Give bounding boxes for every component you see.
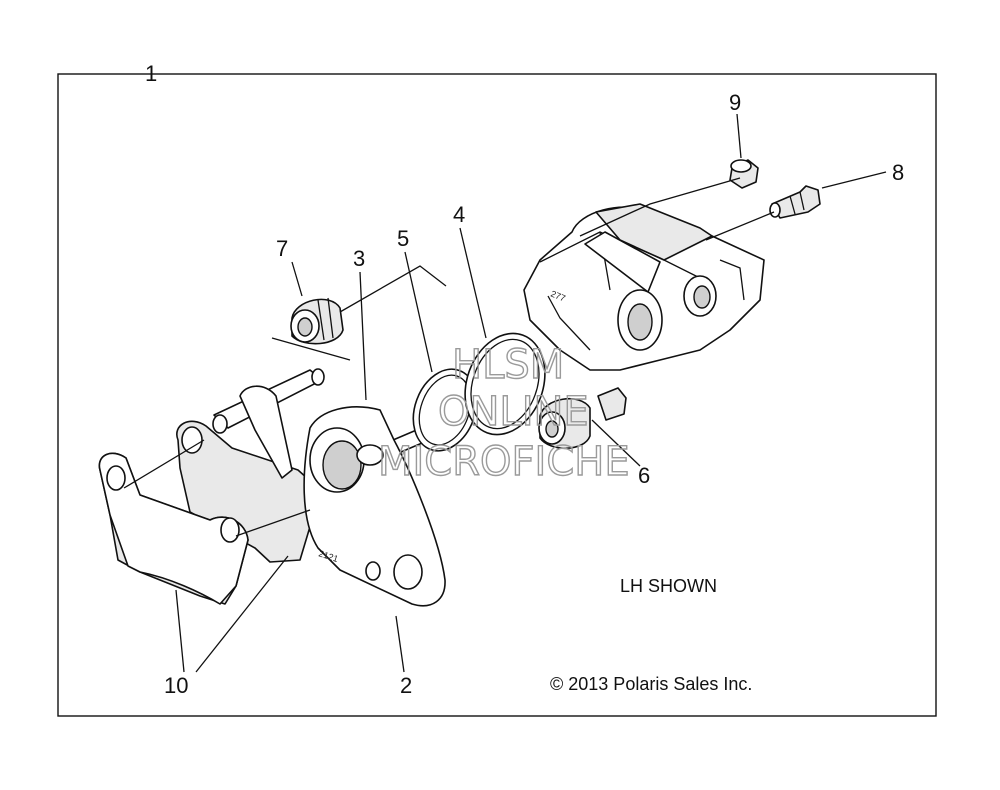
callout-1: 1: [145, 61, 157, 86]
callout-5: 5: [397, 226, 409, 251]
callout-10: 10: [164, 673, 188, 698]
bleeder-cap: [729, 159, 759, 189]
callout-7: 7: [276, 236, 288, 261]
kit-frame: [57, 73, 937, 717]
callout-4: 4: [453, 202, 465, 227]
view-note: LH SHOWN: [620, 576, 717, 596]
brake-pads: [98, 420, 331, 605]
copyright-note: © 2013 Polaris Sales Inc.: [550, 674, 752, 694]
watermark: HLSM ONLINE MICROFICHE: [377, 341, 630, 485]
bleeder-screw: [769, 185, 821, 219]
watermark-line2: ONLINE: [438, 389, 589, 435]
leader-lines: [123, 113, 887, 673]
seal-rings: [412, 332, 546, 452]
dust-seal: [464, 332, 546, 436]
caliper-housing: 277: [523, 203, 765, 371]
callout-8: 8: [892, 160, 904, 185]
pin-boot-lower: [538, 387, 627, 449]
callout-3: 3: [353, 246, 365, 271]
watermark-line3: MICROFICHE: [378, 439, 630, 485]
pin-boot-upper: [290, 297, 344, 345]
callout-2: 2: [400, 673, 412, 698]
watermark-line1: HLSM: [452, 342, 564, 388]
callout-9: 9: [729, 90, 741, 115]
callout-6: 6: [638, 463, 650, 488]
